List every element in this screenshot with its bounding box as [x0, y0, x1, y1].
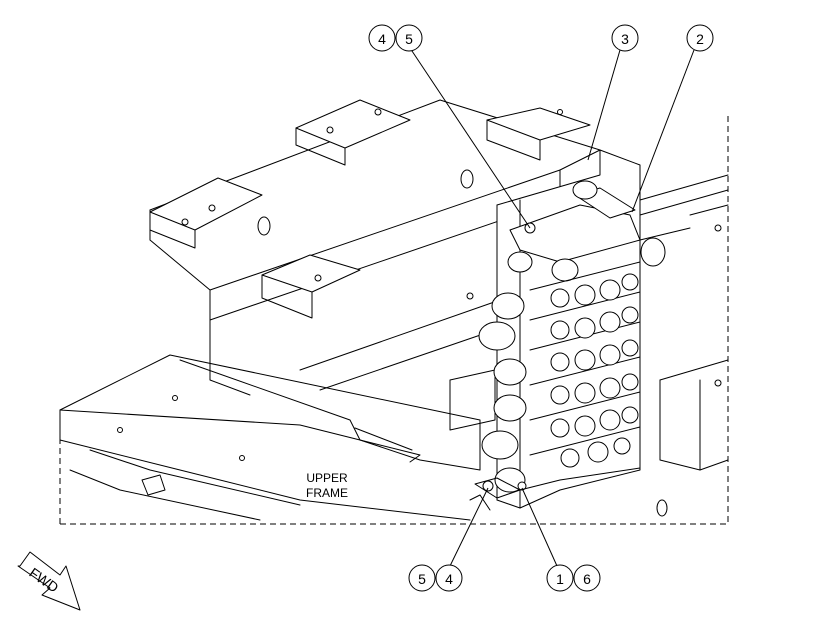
- callout-bottom-1: 1: [546, 564, 574, 592]
- port-fittings: [550, 273, 639, 468]
- callout-label: 2: [696, 31, 704, 47]
- callout-bottom-5: 5: [408, 564, 436, 592]
- callout-top-2: 2: [686, 24, 714, 52]
- fwd-arrow: FWD: [17, 551, 81, 611]
- callout-label: 6: [583, 571, 591, 587]
- leader-lines: [409, 47, 695, 567]
- callout-top-3: 3: [611, 24, 639, 52]
- upper-frame-label: UPPER FRAME: [306, 471, 348, 500]
- upper-frame-label-line2: FRAME: [306, 486, 348, 500]
- callout-label: 3: [621, 31, 629, 47]
- callout-label: 4: [378, 31, 386, 47]
- callout-label: 5: [418, 571, 426, 587]
- callout-bottom-4: 4: [435, 564, 463, 592]
- callout-label: 5: [405, 31, 413, 47]
- main-control-valve: [474, 149, 691, 509]
- callout-top-4: 4: [368, 24, 396, 52]
- callout-top-5: 5: [395, 24, 423, 52]
- callout-label: 1: [556, 571, 564, 587]
- callout-bottom-6: 6: [573, 564, 601, 592]
- upper-frame-label-line1: UPPER: [306, 471, 348, 485]
- upper-frame: [59, 99, 729, 525]
- spool-caps: [478, 292, 527, 493]
- callout-label: 4: [445, 571, 453, 587]
